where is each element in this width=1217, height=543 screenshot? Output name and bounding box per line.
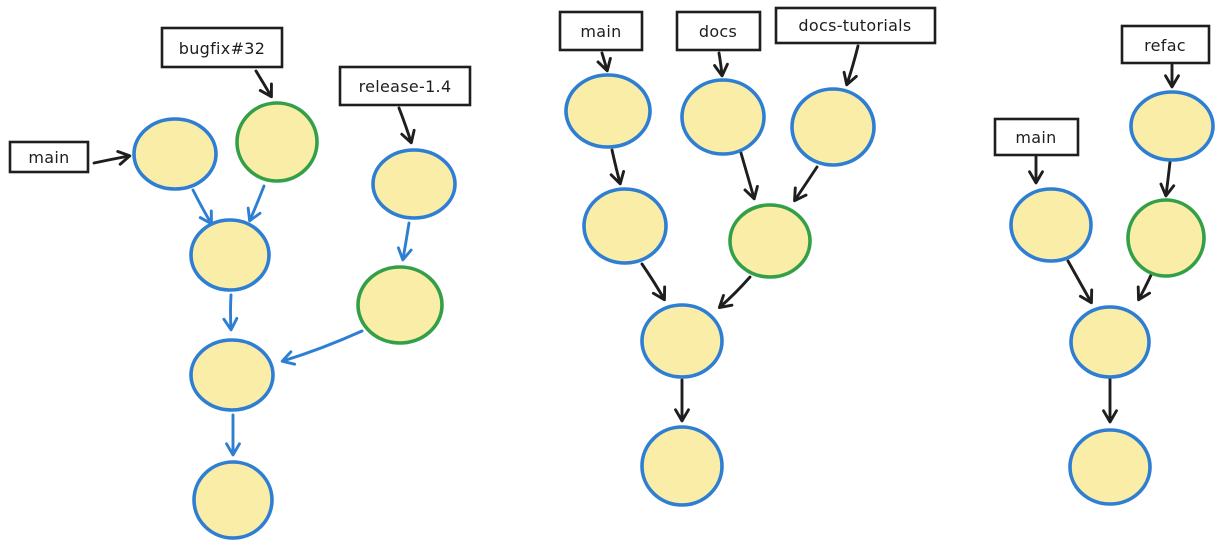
diagram-middle: main docs docs-tutorials	[558, 6, 937, 507]
branch-label-docs-tutorials-text: docs-tutorials	[798, 16, 911, 35]
commit-node-m3	[790, 87, 876, 167]
branch-label-release-text: release-1.4	[359, 77, 452, 96]
label-arrow-release	[397, 106, 416, 145]
commit-node-c1	[132, 117, 218, 191]
diagram-left: bugfix#32 main release-1.4	[8, 26, 472, 540]
commit-node-c4	[371, 148, 457, 220]
branch-label-refac-text: refac	[1144, 36, 1186, 55]
commit-node-m1	[564, 73, 652, 149]
branch-label-docs-text: docs	[699, 22, 737, 41]
branch-label-bugfix: bugfix#32	[160, 26, 284, 69]
commit-node-r3	[1126, 198, 1206, 278]
edge-c2-c3	[246, 184, 266, 223]
commit-node-m4	[582, 187, 668, 265]
label-arrow-main-middle	[596, 51, 612, 73]
commit-node-c3	[189, 218, 271, 292]
branch-label-refac: refac	[1120, 24, 1211, 65]
edge-c1-c3	[191, 188, 213, 226]
commit-node-m2	[680, 78, 766, 156]
edge-c4-c5	[396, 221, 413, 262]
branch-label-bugfix-text: bugfix#32	[179, 39, 265, 58]
branch-label-main-right: main	[993, 117, 1080, 157]
commit-node-c7	[192, 460, 274, 540]
branch-label-main-left: main	[8, 140, 90, 174]
branch-label-docs: docs	[675, 10, 762, 52]
edge-m5-m6	[717, 275, 752, 310]
label-arrow-docs-tutorials	[842, 44, 860, 87]
branch-label-main-middle-text: main	[580, 22, 621, 41]
label-arrow-bugfix	[254, 69, 273, 99]
label-arrow-main	[92, 150, 132, 166]
commit-node-r4	[1069, 305, 1151, 379]
edge-r1-r3	[1159, 160, 1176, 198]
branch-label-main-middle: main	[558, 10, 644, 52]
edge-c3-c6	[222, 293, 239, 332]
edge-c5-c6	[280, 329, 364, 366]
commit-node-c5	[356, 265, 444, 345]
branch-label-release: release-1.4	[338, 65, 472, 107]
edge-r3-r4	[1136, 271, 1154, 302]
commit-node-r5	[1068, 428, 1152, 506]
branch-label-main-right-text: main	[1015, 128, 1056, 147]
commit-node-m5	[728, 203, 812, 279]
commit-node-r2	[1009, 187, 1093, 263]
branch-label-docs-tutorials: docs-tutorials	[774, 6, 937, 45]
edge-m2-m5	[739, 151, 759, 201]
commit-node-m6	[640, 303, 724, 379]
edge-m1-m4	[609, 148, 626, 186]
branch-label-main-left-text: main	[28, 148, 69, 167]
edge-r2-r4	[1066, 259, 1094, 305]
label-arrow-docs	[713, 51, 729, 78]
commit-node-c6	[189, 338, 275, 412]
edge-m3-m5	[793, 165, 819, 203]
diagram-right: refac main	[993, 24, 1215, 506]
commit-node-r1	[1129, 90, 1215, 162]
commit-node-c2	[235, 101, 319, 183]
edge-m4-m6	[640, 262, 667, 302]
commit-node-m7	[640, 425, 724, 507]
